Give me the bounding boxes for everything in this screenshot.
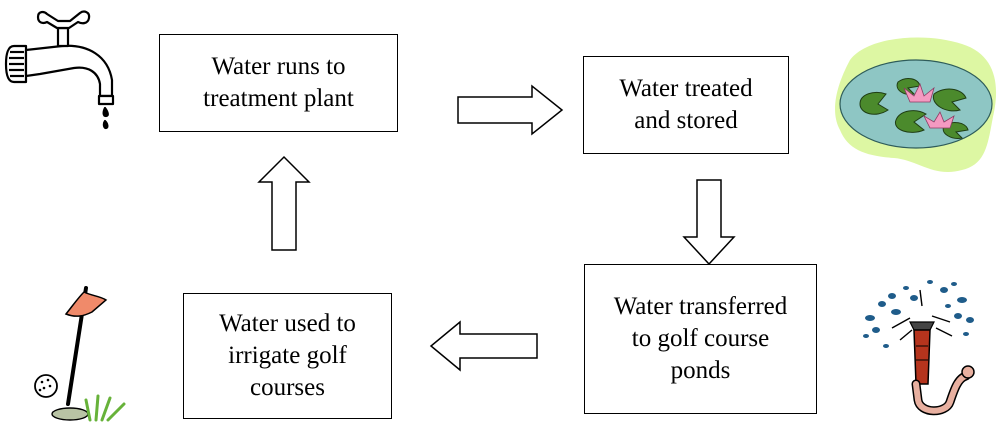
sprinkler-icon: [863, 280, 975, 416]
step-box-ponds: Water transferred to golf course ponds: [584, 264, 817, 414]
golf-flag-icon: [34, 286, 126, 422]
step-box-stored: Water treated and stored: [583, 56, 789, 154]
faucet-icon: [4, 10, 115, 130]
step-box-treatment: Water runs to treatment plant: [159, 34, 398, 132]
arrow-left: [429, 320, 538, 372]
arrow-right: [457, 84, 564, 136]
arrow-down: [682, 179, 736, 266]
lily-pond-icon: [835, 37, 997, 173]
arrow-up: [257, 155, 311, 251]
step-box-irrigate: Water used to irrigate golf courses: [183, 293, 392, 419]
